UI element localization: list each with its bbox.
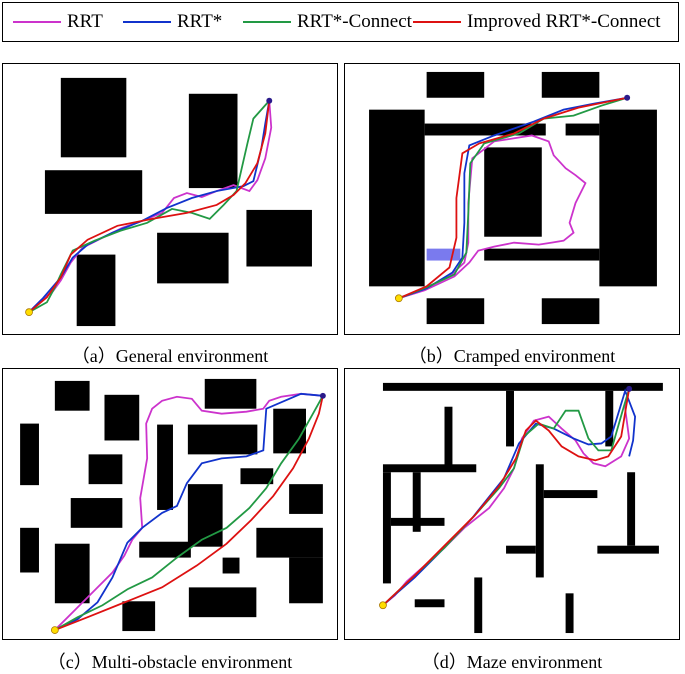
maze-wall [506, 390, 514, 447]
obstacle [187, 424, 258, 455]
panel-multi-obstacle-environment [2, 368, 338, 640]
obstacle [122, 601, 156, 632]
obstacle [599, 109, 657, 287]
obstacle [541, 298, 600, 325]
obstacle [273, 408, 306, 454]
obstacle [541, 71, 600, 98]
obstacle [256, 527, 323, 558]
caption-general: （a）General environment [71, 346, 269, 366]
panel-maze-environment [344, 368, 680, 640]
obstacles-cramped [369, 71, 657, 325]
obstacle [139, 541, 191, 558]
start-point [25, 308, 33, 317]
path-improved-rrt-star-connect [54, 395, 324, 631]
obstacle [188, 587, 257, 618]
goal-point [624, 94, 631, 101]
maze-wall [382, 464, 477, 473]
legend-item-rrt-star: RRT* [123, 3, 222, 41]
obstacle [44, 170, 143, 214]
legend-item-rrt-star-connect: RRT*-Connect [243, 3, 412, 41]
maze-wall [414, 599, 445, 608]
panel-cramped-environment [344, 63, 680, 335]
obstacle [222, 557, 240, 574]
path-improved-rrt-star-connect [28, 100, 271, 313]
obstacle [88, 454, 123, 485]
maze-wall [382, 382, 663, 391]
path-rrt-star-connect [54, 395, 324, 631]
maze-wall [444, 406, 453, 471]
obstacle [70, 498, 123, 528]
caption-cramped: （b）Cramped environment [408, 346, 616, 366]
map-cramped [369, 71, 657, 325]
start-point [50, 626, 59, 634]
path-rrt [28, 100, 273, 313]
legend-label-rrt-star: RRT* [177, 11, 223, 32]
goal-point [266, 97, 273, 104]
obstacle [240, 468, 274, 485]
obstacle [157, 232, 229, 284]
obstacle [54, 380, 90, 411]
legend: RRT RRT* RRT*-Connect Improved RRT*-Conn… [2, 2, 679, 42]
maze-wall [412, 472, 421, 532]
obstacle [426, 298, 485, 325]
legend-swatch-improved [413, 21, 461, 23]
obstacle [54, 543, 90, 604]
map-general [25, 77, 312, 327]
obstacle [104, 394, 140, 441]
maze-wall [474, 577, 483, 634]
obstacle [484, 248, 600, 261]
maze-wall [565, 593, 574, 634]
legend-label-rrt-star-connect: RRT*-Connect [297, 11, 412, 32]
obstacle [426, 71, 485, 98]
obstacle [204, 378, 257, 409]
legend-swatch-rrt-star-connect [243, 21, 291, 23]
legend-swatch-rrt [13, 21, 61, 23]
map-multi-obstacle [20, 378, 326, 634]
maze-wall [627, 472, 636, 546]
obstacle [484, 147, 542, 237]
obstacle [424, 123, 546, 136]
maze-wall [506, 545, 536, 554]
maze-wall [382, 472, 391, 584]
obstacle [565, 123, 600, 136]
maze-wall [597, 545, 659, 554]
obstacle [246, 209, 312, 267]
map-maze [379, 382, 663, 634]
obstacle [76, 254, 116, 327]
obstacles-general [44, 77, 312, 327]
start-point [379, 601, 387, 610]
obstacle [157, 424, 173, 510]
obstacle [289, 557, 323, 604]
legend-label-rrt: RRT [67, 11, 103, 32]
caption-multi-obstacle: （c）Multi-obstacle environment [47, 652, 293, 672]
panel-general-environment [2, 63, 338, 335]
obstacle [187, 484, 223, 547]
obstacle [289, 484, 323, 514]
obstacle [20, 527, 39, 573]
obstacles-multi [20, 378, 323, 632]
obstacle [60, 77, 127, 158]
path-rrt-star [54, 392, 323, 631]
goal-point [626, 385, 633, 392]
maze-wall [605, 390, 614, 447]
legend-swatch-rrt-star [123, 21, 171, 23]
obstacle [369, 109, 425, 287]
path-rrt-star [398, 96, 628, 300]
maze-wall [390, 517, 445, 526]
maze-wall [535, 464, 544, 578]
path-rrt-star-connect [398, 96, 628, 300]
goal-point [319, 392, 326, 399]
path-improved-rrt-star-connect [398, 96, 628, 300]
maze-wall [543, 490, 598, 499]
path-improved-rrt-star-connect [382, 388, 631, 606]
caption-maze: （d）Maze environment [421, 652, 603, 672]
start-point [394, 294, 403, 303]
legend-item-improved: Improved RRT*-Connect [413, 3, 661, 41]
maze-walls [382, 382, 663, 634]
obstacle [20, 423, 39, 486]
obstacle [188, 93, 238, 189]
legend-item-rrt: RRT [13, 3, 103, 41]
highlight-region [426, 248, 461, 261]
legend-label-improved: Improved RRT*-Connect [467, 11, 661, 32]
